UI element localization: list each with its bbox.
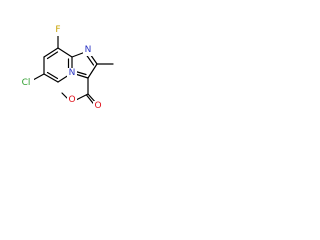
- bond: [75, 93, 89, 101]
- bond: [46, 51, 59, 60]
- ester-oxygen-label: O: [68, 95, 75, 105]
- bond: [85, 54, 95, 66]
- bond: [57, 47, 73, 58]
- carbonyl-oxygen-label: O: [94, 101, 101, 111]
- bond: [87, 63, 98, 79]
- bridge-nitrogen-label: N: [69, 68, 76, 78]
- ring-nitrogen-label: N: [85, 45, 92, 55]
- molecule-diagram: F Cl N N O O: [18, 24, 114, 112]
- atom-labels: F Cl N N O O: [18, 24, 103, 112]
- bond: [43, 47, 59, 58]
- chlorine-label: Cl: [22, 78, 31, 88]
- fluorine-label: F: [55, 25, 60, 35]
- bond: [32, 73, 45, 81]
- bond: [43, 73, 59, 83]
- bond: [46, 71, 59, 80]
- structure-canvas: F Cl N N O O: [0, 0, 152, 152]
